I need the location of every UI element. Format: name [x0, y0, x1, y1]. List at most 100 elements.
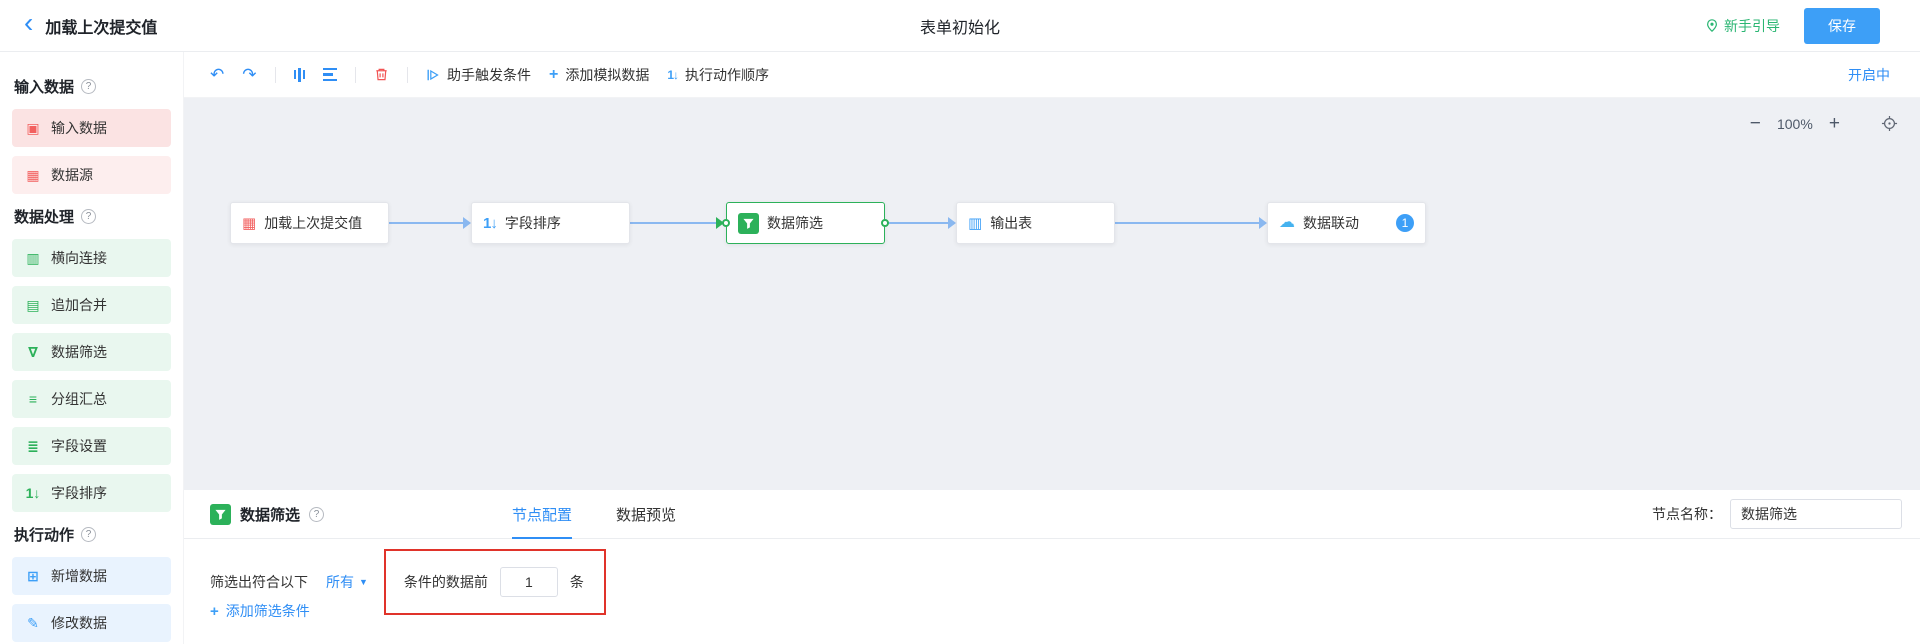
delete-icon[interactable]	[374, 67, 389, 82]
redo-icon[interactable]: ↷	[242, 65, 257, 84]
sidebar-item-append-merge[interactable]: ▤ 追加合并	[12, 286, 171, 324]
add-data-icon: ⊞	[27, 567, 39, 584]
edge-arrow-icon	[1259, 217, 1267, 229]
modify-data-icon: ✎	[27, 614, 39, 631]
sidebar-item-modify-data[interactable]: ✎ 修改数据	[12, 604, 171, 642]
location-pin-icon	[1705, 18, 1719, 33]
panel-header: 数据筛选 ? 节点配置 数据预览 节点名称：	[184, 490, 1920, 539]
beginner-guide-link[interactable]: 新手引导	[1705, 16, 1780, 36]
zoom-level: 100%	[1776, 115, 1813, 132]
node-field-sort[interactable]: 1↓ 字段排序	[471, 202, 630, 244]
node-label: 字段排序	[504, 215, 561, 231]
page-title: 表单初始化	[919, 19, 1000, 37]
filter-prefix-label: 筛选出符合以下	[210, 574, 308, 590]
node-config-panel: 数据筛选 ? 节点配置 数据预览 节点名称： 筛选出符合以下	[184, 490, 1920, 644]
node-label: 加载上次提交值	[264, 215, 363, 231]
fit-view-icon[interactable]	[1881, 115, 1898, 132]
panel-body: 筛选出符合以下 所有 ▼ 条件的数据前 条 + 添加筛选条件	[184, 539, 1920, 644]
canvas-toolbar: ↶ ↷ 助手触发条件 + 添加模拟数据	[184, 52, 1920, 98]
back-icon[interactable]: ‹	[24, 7, 34, 38]
node-sort-icon: 1↓	[483, 214, 498, 232]
assistant-trigger-button[interactable]: 助手触发条件	[426, 65, 531, 85]
help-icon[interactable]: ?	[81, 209, 97, 224]
trigger-icon	[426, 68, 440, 82]
filter-funnel-icon: ∇	[28, 343, 38, 360]
node-label: 数据筛选	[767, 215, 823, 231]
sidebar-item-label: 字段排序	[51, 485, 107, 501]
edge-arrow-icon	[716, 217, 724, 229]
sidebar-item-label: 新增数据	[51, 568, 107, 584]
add-mock-data-button[interactable]: + 添加模拟数据	[549, 65, 649, 85]
sidebar-item-label: 数据筛选	[51, 344, 107, 360]
sidebar-item-horizontal-join[interactable]: ▥ 横向连接	[12, 239, 171, 277]
help-icon[interactable]: ?	[309, 506, 325, 522]
data-source-icon: ▦	[26, 166, 40, 183]
node-linkage-icon: ☁	[1279, 214, 1295, 231]
sidebar-item-field-settings[interactable]: ≣ 字段设置	[12, 427, 171, 465]
flow-canvas[interactable]: − 100% + ▦ 加载上次	[184, 98, 1920, 490]
zoom-in-icon[interactable]: +	[1828, 113, 1840, 134]
zoom-out-icon[interactable]: −	[1749, 113, 1761, 134]
sidebar-item-field-sort[interactable]: 1↓ 字段排序	[12, 474, 171, 512]
status-enabled-link[interactable]: 开启中	[1848, 66, 1890, 83]
action-order-button[interactable]: 1↓ 执行动作顺序	[667, 65, 769, 85]
edge-arrow-icon	[948, 217, 956, 229]
header-right: 新手引导 保存	[1705, 7, 1880, 44]
input-data-icon: ▣	[26, 119, 40, 136]
node-output-port[interactable]	[881, 219, 889, 227]
filter-scope-dropdown[interactable]: 所有 ▼	[326, 572, 368, 592]
section-title-data-processing: 数据处理 ?	[14, 206, 169, 227]
panel-title-label: 数据筛选	[240, 506, 301, 524]
body: 输入数据 ? ▣ 输入数据 ▦ 数据源 数据处理 ? ▥ 横向连接 ▤ 追加合并	[0, 52, 1920, 644]
append-merge-icon: ▤	[26, 296, 40, 313]
save-button[interactable]: 保存	[1804, 7, 1880, 44]
section-title-input-data: 输入数据 ?	[14, 76, 169, 97]
sidebar-item-label: 横向连接	[51, 250, 107, 266]
align-horizontal-icon[interactable]	[323, 67, 337, 82]
node-label: 输出表	[990, 215, 1033, 231]
sidebar-item-label: 分组汇总	[51, 391, 107, 407]
zoom-controls: − 100% +	[1750, 114, 1898, 133]
sidebar-item-group-summary[interactable]: ≡ 分组汇总	[12, 380, 171, 418]
main-area: ↶ ↷ 助手触发条件 + 添加模拟数据	[184, 52, 1920, 644]
section-title-label: 执行动作	[14, 527, 75, 544]
edge-arrow-icon	[463, 217, 471, 229]
node-output-table[interactable]: ▥ 输出表	[956, 202, 1115, 244]
node-name-field: 节点名称：	[1652, 499, 1902, 529]
sidebar-item-label: 数据源	[51, 167, 93, 183]
panel-tabs: 节点配置 数据预览	[512, 490, 677, 539]
sidebar-item-label: 字段设置	[51, 438, 107, 454]
sidebar-item-input-data[interactable]: ▣ 输入数据	[12, 109, 171, 147]
node-input-port[interactable]	[722, 219, 730, 227]
tab-node-config[interactable]: 节点配置	[512, 490, 573, 539]
node-data-linkage[interactable]: ☁ 数据联动 1	[1267, 202, 1426, 244]
toolbar-divider	[407, 66, 408, 83]
assistant-trigger-label: 助手触发条件	[447, 66, 531, 83]
plus-icon: +	[210, 602, 219, 620]
top-header: ‹ 加载上次提交值 表单初始化 新手引导 保存	[0, 0, 1920, 52]
add-filter-condition-label: 添加筛选条件	[225, 603, 310, 619]
section-title-actions: 执行动作 ?	[14, 524, 169, 545]
edge-connector	[630, 222, 716, 224]
filter-count-input[interactable]	[499, 567, 558, 597]
node-data-filter[interactable]: 数据筛选	[726, 202, 885, 244]
undo-icon[interactable]: ↶	[210, 65, 225, 84]
node-load-last-submission[interactable]: ▦ 加载上次提交值	[230, 202, 389, 244]
sidebar-item-data-filter[interactable]: ∇ 数据筛选	[12, 333, 171, 371]
sidebar-item-data-source[interactable]: ▦ 数据源	[12, 156, 171, 194]
add-filter-condition-button[interactable]: + 添加筛选条件	[210, 601, 310, 621]
help-icon[interactable]: ?	[81, 79, 97, 94]
group-summary-icon: ≡	[28, 391, 38, 407]
plus-icon: +	[549, 65, 559, 83]
filter-scope-value: 所有	[326, 574, 354, 590]
tab-data-preview[interactable]: 数据预览	[616, 506, 677, 524]
node-name-label: 节点名称：	[1652, 506, 1722, 522]
sidebar-item-add-data[interactable]: ⊞ 新增数据	[12, 557, 171, 595]
align-vertical-icon[interactable]	[293, 67, 305, 82]
flow-title: 加载上次提交值	[45, 19, 158, 37]
beginner-guide-label: 新手引导	[1724, 17, 1780, 34]
help-icon[interactable]: ?	[81, 527, 97, 542]
filter-unit-label: 条	[569, 574, 584, 590]
node-name-input[interactable]	[1730, 499, 1902, 529]
